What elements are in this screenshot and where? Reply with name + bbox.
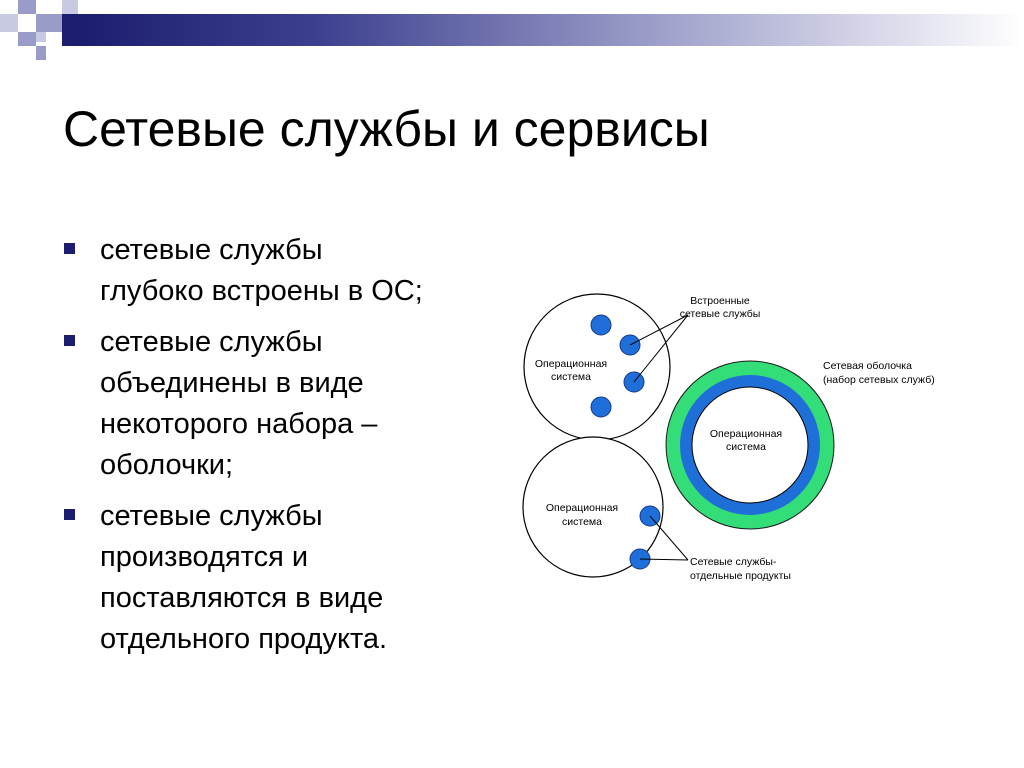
bullet-item: сетевые службы производятся и поставляют… — [62, 496, 482, 660]
callout-line — [633, 314, 689, 383]
decor-square — [62, 14, 78, 46]
bullet-item: сетевые службы объединены в виде некотор… — [62, 322, 482, 486]
os-label-line: система — [562, 516, 602, 528]
products-label-line: отдельные продукты — [690, 570, 791, 582]
shell-label-line: (набор сетевых служб) — [823, 374, 935, 386]
shell-label-line: Сетевая оболочка — [823, 360, 912, 372]
bullet-item: сетевые службы глубоко встроены в ОС; — [62, 230, 482, 312]
decor-square — [36, 14, 62, 32]
os-label-line: Операционная — [710, 428, 782, 440]
decor-square — [18, 0, 36, 14]
bullet-line: поставляются в виде — [100, 582, 384, 614]
decor-square — [36, 32, 46, 42]
decor-square — [0, 14, 18, 32]
bullet-line: некоторого набора – — [100, 408, 378, 440]
os-label-line: система — [551, 371, 591, 383]
os-label-line: система — [726, 441, 766, 453]
embedded-label-line: Встроенные — [690, 295, 750, 307]
callout-line — [639, 558, 689, 561]
service-dot — [590, 396, 612, 418]
callout-line — [649, 515, 689, 561]
slide-title: Сетевые службы и сервисы — [63, 101, 710, 157]
os-label-line: Операционная — [546, 502, 618, 514]
products-label-line: Сетевые службы- — [690, 556, 777, 568]
decor-square — [36, 46, 46, 60]
square-bullet-icon — [64, 509, 75, 520]
callout-line — [629, 314, 689, 346]
network-services-diagram: Операционная система Встроенные сетевые … — [522, 293, 935, 582]
bullet-list: сетевые службы глубоко встроены в ОС; се… — [62, 230, 482, 670]
bullet-line: производятся и — [100, 541, 309, 573]
square-bullet-icon — [64, 335, 75, 346]
service-dot — [590, 314, 612, 336]
bullet-line: оболочки; — [100, 449, 234, 481]
bullet-line: отдельного продукта. — [100, 623, 388, 655]
bullet-line: сетевые службы — [100, 500, 323, 532]
os-label-line: Операционная — [535, 358, 607, 370]
square-bullet-icon — [64, 243, 75, 254]
title-bar-decoration — [0, 0, 1024, 62]
bullet-line: глубоко встроены в ОС; — [100, 275, 423, 307]
decor-square — [62, 0, 78, 14]
os-circle-separate — [522, 436, 664, 578]
header-gradient-band — [78, 14, 1024, 46]
bullet-line: сетевые службы — [100, 326, 323, 358]
shell-core-os — [691, 386, 809, 504]
bullet-line: объединены в виде — [100, 367, 364, 399]
bullet-line: сетевые службы — [100, 234, 323, 266]
embedded-label-line: сетевые службы — [680, 308, 761, 320]
decor-square — [18, 32, 36, 46]
